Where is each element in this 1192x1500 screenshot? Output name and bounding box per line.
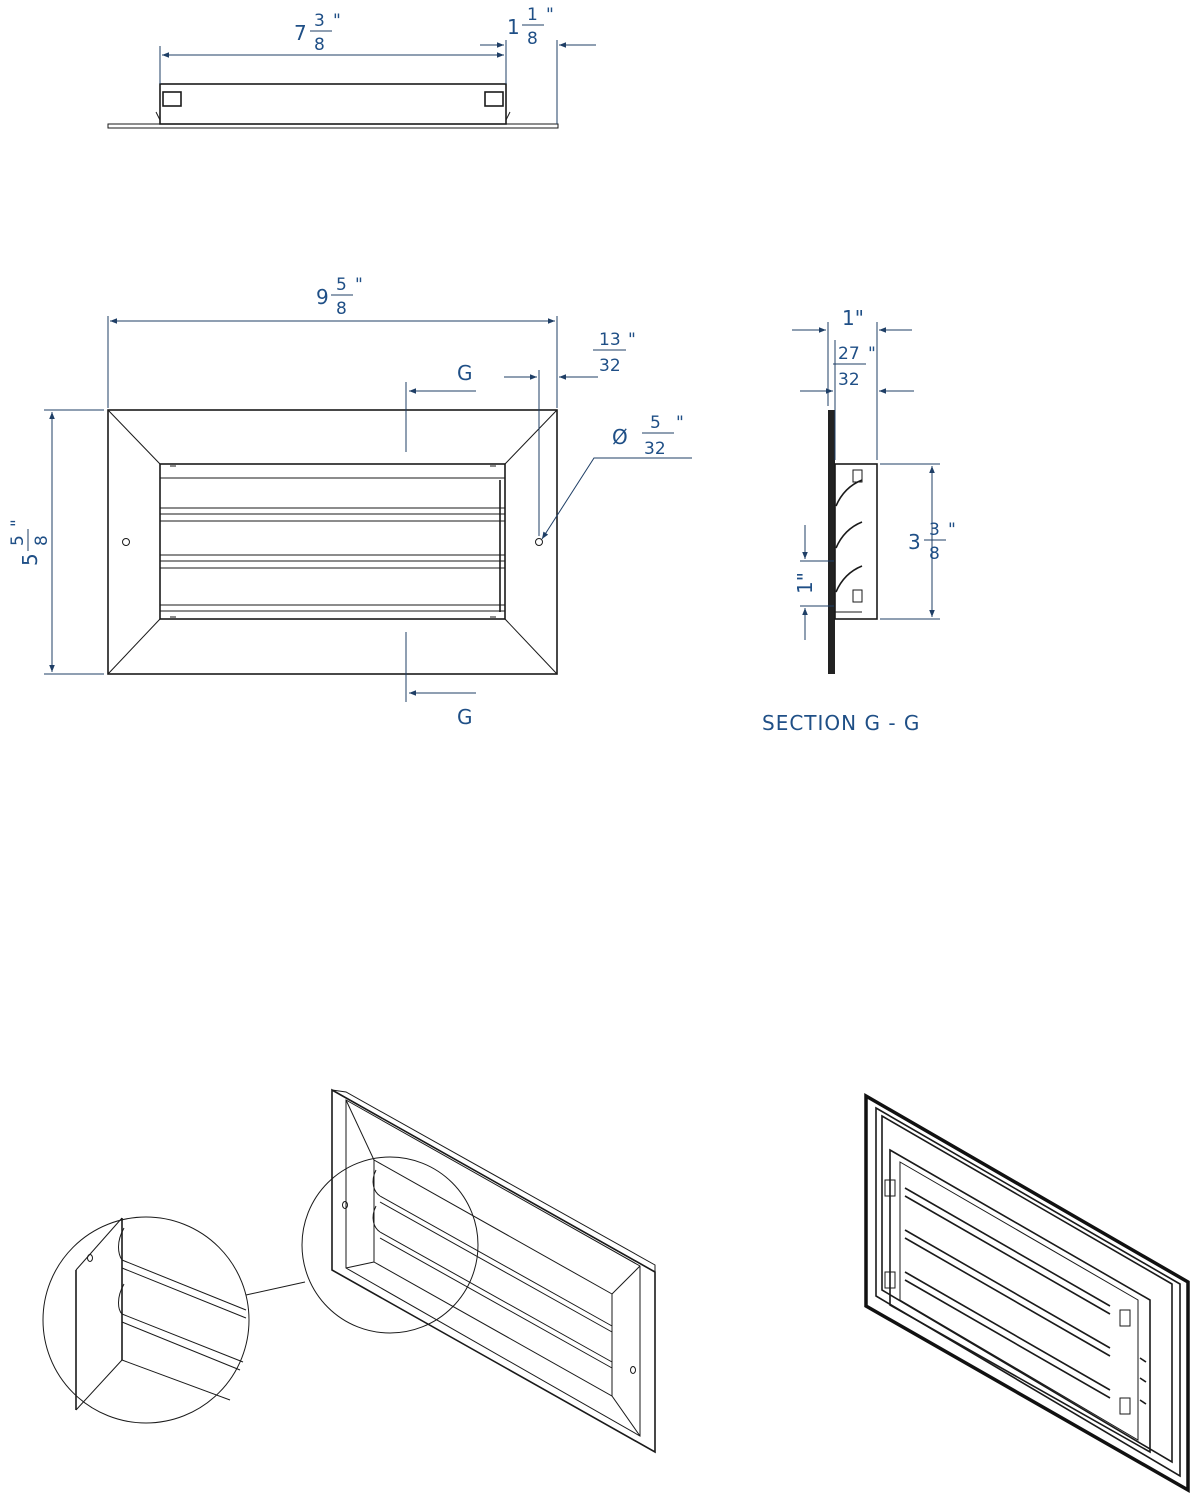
dim-inner-height-num: 3 [929, 520, 940, 540]
section-caption: SECTION G - G [762, 711, 920, 735]
dim-overall-width-num: 5 [336, 275, 347, 295]
dim-blade-pitch: 1" [793, 572, 817, 594]
dim-hole-diameter-unit: " [676, 413, 684, 433]
dim-inner-height-den: 8 [929, 544, 940, 564]
dim-inner-width-den: 8 [314, 35, 325, 55]
dim-hole-diameter-symbol: Ø [612, 425, 628, 449]
dim-overall-height-unit: " [8, 519, 28, 527]
dim-hole-diameter-den: 32 [644, 439, 666, 459]
dim-total-depth: 1" [842, 306, 864, 330]
dim-depth-num: 1 [527, 5, 538, 25]
dim-hole-offset-unit: " [628, 330, 636, 350]
detail-circle-large [42, 1216, 250, 1424]
isometric-view-front [42, 1088, 656, 1454]
dim-overall-height-whole: 5 [18, 553, 42, 566]
top-view: 7 3 8 " 1 1 8 " [107, 5, 596, 129]
dim-body-depth-unit: " [868, 344, 876, 364]
dim-overall-height-den: 8 [32, 535, 52, 546]
dim-inner-width-whole: 7 [294, 21, 307, 45]
dim-inner-height-unit: " [948, 520, 956, 540]
dim-hole-diameter-num: 5 [650, 413, 661, 433]
section-marker-bottom: G [457, 705, 473, 729]
dim-inner-height-whole: 3 [908, 530, 921, 554]
leader-hole-diameter [541, 457, 692, 540]
detail-magnified [75, 1217, 247, 1411]
mounting-hole-left [122, 538, 130, 546]
dim-depth-unit: " [546, 5, 554, 25]
dim-hole-offset-den: 32 [599, 356, 621, 376]
dim-overall-width-whole: 9 [316, 285, 329, 309]
isometric-view-back [864, 1092, 1190, 1494]
section-view: 1" 27 32 " 3 3 8 " 1" SECTION G - G [762, 306, 956, 735]
dim-inner-width-num: 3 [314, 11, 325, 31]
dim-overall-height-num: 5 [8, 535, 28, 546]
front-view: G G 9 5 8 " 5 5 8 " 13 32 " Ø 5 [8, 275, 692, 729]
dim-body-depth-num: 27 [838, 344, 860, 364]
dim-hole-offset-num: 13 [599, 330, 621, 350]
dim-depth-whole: 1 [507, 15, 520, 39]
dim-overall-width-unit: " [355, 275, 363, 295]
dim-depth-den: 8 [527, 29, 538, 49]
dim-body-depth-den: 32 [838, 370, 860, 390]
dim-inner-width-unit: " [333, 11, 341, 31]
mounting-hole-right [535, 538, 543, 546]
dim-overall-width-den: 8 [336, 299, 347, 319]
section-marker-top: G [457, 361, 473, 385]
detail-circle-small [301, 1156, 479, 1334]
